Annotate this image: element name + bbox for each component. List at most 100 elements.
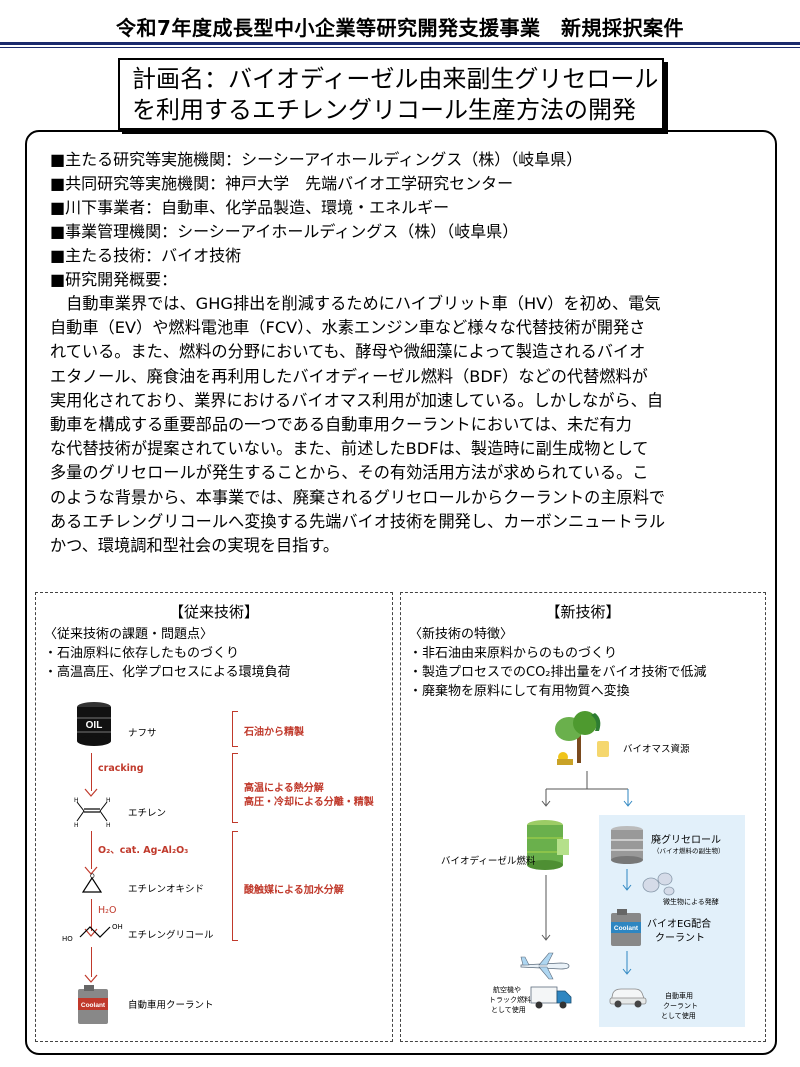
note-refine: 石油から精製	[244, 727, 304, 738]
bio-eg-label-2: クーラント	[655, 933, 705, 944]
plan-title-line-2: を利用するエチレングリコール生産方法の開発	[132, 96, 636, 124]
arrow-head-icon	[84, 974, 98, 983]
note-hydrolysis: 酸触媒による加水分解	[244, 885, 344, 896]
cracking-label: cracking	[98, 763, 144, 774]
car-use-label-3: として使用	[661, 1012, 696, 1020]
summary-paragraph: 自動車業界では、GHG排出を削減するためにハイブリット車（HV）を初め、電気 自…	[50, 292, 760, 558]
summary-line: 動車を構成する重要部品の一つである自動車用クーラントにおいては、未だ有力	[50, 415, 632, 435]
info-lead-institution: ■主たる研究等実施機関：シーシーアイホールディングス（株）（岐阜県）	[50, 150, 583, 169]
catalyst-label: O₂、cat. Ag-Al₂O₃	[98, 845, 189, 856]
old-tech-subtitle: 〈従来技術の課題・問題点〉	[44, 627, 214, 642]
biodiesel-label: バイオディーゼル燃料	[441, 856, 536, 867]
bio-eg-label-1: バイオEG配合	[647, 919, 712, 930]
summary-line: 実用化されており、業界におけるバイオマス利用が加速している。しかしながら、自	[50, 390, 664, 410]
car-use-label-1: 自動車用	[665, 992, 693, 1000]
info-joint-institution: ■共同研究等実施機関：神戸大学 先端バイオ工学研究センター	[50, 174, 514, 193]
biomass-label: バイオマス資源	[623, 744, 690, 755]
atom-h: H	[106, 797, 111, 804]
gray-arrow-icon	[541, 875, 551, 941]
blue-arrow-icon	[622, 869, 632, 891]
fermentation-label: 微生物による発酵	[663, 898, 719, 906]
old-tech-panel: 【従来技術】 〈従来技術の課題・問題点〉 ・石油原料に依存したものづくり ・高温…	[35, 592, 393, 1042]
car-icon	[609, 988, 647, 1008]
coolant-text: Coolant	[81, 1002, 106, 1009]
oil-label: OIL	[86, 720, 103, 731]
aviation-use-label-1: 航空機や	[493, 986, 521, 994]
summary-line: かつ、環境調和型社会の実現を目指す。	[50, 536, 340, 556]
new-tech-point: ・製造プロセスでのCO₂排出量をバイオ技術で低減	[409, 665, 707, 680]
atom-o: O	[90, 873, 95, 880]
naphtha-label: ナフサ	[128, 728, 157, 739]
car-use-label-2: クーラント	[663, 1002, 698, 1010]
ethylene-label: エチレン	[128, 808, 167, 819]
biodiesel-drum-icon	[527, 820, 569, 870]
oil-barrel-icon: OIL	[77, 702, 111, 746]
old-tech-title: 【従来技術】	[168, 603, 259, 621]
ethylene-glycol-icon: HO OH	[62, 923, 123, 943]
ethylene-molecule-icon: H H H H	[74, 797, 111, 829]
header-rule	[0, 42, 800, 45]
process-arrow	[91, 753, 92, 791]
summary-line: エタノール、廃食油を再利用したバイオディーゼル燃料（BDF）などの代替燃料が	[50, 366, 648, 386]
process-arrow	[91, 947, 92, 977]
new-tech-panel: 【新技術】 〈新技術の特徴〉 ・非石油由来原料からのものづくり ・製造プロセスで…	[400, 592, 766, 1042]
summary-line: 多量のグリセロールが発生することから、その有効活用方法が求められている。こ	[50, 463, 649, 483]
waste-glycerol-label: 廃グリセロール	[651, 835, 721, 846]
header-rule-thin	[0, 47, 800, 48]
waste-glycerol-sub: （バイオ燃料の副生物）	[653, 847, 725, 855]
old-tech-point: ・高温高圧、化学プロセスによる環境負荷	[44, 665, 291, 680]
ethylene-oxide-icon: O	[81, 873, 103, 893]
header-title: 令和7年度成長型中小企業等研究開発支援事業 新規採択案件	[116, 16, 684, 40]
truck-icon	[530, 986, 572, 1009]
plan-title-box: 計画名：バイオディーゼル由来副生グリセロール を利用するエチレングリコール生産方…	[118, 58, 664, 130]
coolant-text: Coolant	[614, 925, 639, 932]
summary-line: 自動車業界では、GHG排出を削減するためにハイブリット車（HV）を初め、電気	[50, 294, 661, 313]
note-bracket	[232, 711, 238, 747]
page-header: 令和7年度成長型中小企業等研究開発支援事業 新規採択案件	[0, 0, 800, 50]
new-tech-point: ・廃棄物を原料にして有用物質へ変換	[409, 684, 630, 699]
summary-line: な代替技術が提案されていない。また、前述したBDFは、製造時に副生成物として	[50, 439, 649, 459]
atom-h: H	[74, 797, 79, 804]
new-tech-title: 【新技術】	[545, 603, 621, 621]
summary-line: のような背景から、本事業では、廃棄されるグリセロールからクーラントの主原料で	[50, 487, 666, 507]
info-technology: ■主たる技術：バイオ技術	[50, 246, 242, 265]
summary-line: あるエチレングリコールへ変換する先端バイオ技術を開発し、カーボンニュートラル	[50, 511, 666, 531]
project-info: ■主たる研究等実施機関：シーシーアイホールディングス（株）（岐阜県） ■共同研究…	[50, 148, 750, 292]
info-management: ■事業管理機関：シーシーアイホールディングス（株）（岐阜県）	[50, 222, 519, 241]
atom-ho: HO	[62, 935, 73, 943]
new-tech-subtitle: 〈新技術の特徴〉	[409, 627, 514, 642]
summary-line: れている。また、燃料の分野においても、酵母や微細藻によって製造されるバイオ	[50, 342, 646, 362]
microbe-icon	[642, 872, 675, 896]
ethylene-glycol-label: エチレングリコール	[128, 930, 214, 941]
arrow-head-icon	[84, 866, 98, 875]
note-separation: 高圧・冷却による分離・精製	[244, 797, 374, 808]
main-content-box	[25, 130, 777, 1055]
bio-coolant-can-icon: Coolant	[611, 909, 641, 946]
atom-h: H	[74, 822, 79, 829]
arrow-head-icon	[84, 788, 98, 797]
atom-oh: OH	[112, 923, 123, 931]
blue-arrow-icon	[622, 951, 632, 975]
coolant-can-icon: Coolant	[78, 985, 108, 1024]
branch-arrows	[541, 771, 633, 807]
info-downstream: ■川下事業者：自動車、化学品製造、環境・エネルギー	[50, 198, 450, 217]
note-bracket	[232, 831, 238, 941]
aviation-use-label-3: として使用	[491, 1006, 526, 1014]
atom-h: H	[106, 822, 111, 829]
note-bracket	[232, 753, 238, 823]
airplane-icon	[520, 952, 570, 980]
glycerol-keg-icon	[611, 826, 643, 864]
aviation-use-label-2: トラック燃料	[489, 996, 531, 1004]
old-tech-point: ・石油原料に依存したものづくり	[44, 646, 240, 661]
new-tech-point: ・非石油由来原料からのものづくり	[409, 646, 618, 661]
coolant-label: 自動車用クーラント	[128, 1000, 214, 1011]
water-label: H₂O	[98, 905, 117, 916]
summary-line: 自動車（EV）や燃料電池車（FCV）、水素エンジン車など様々な代替技術が開発さ	[50, 318, 646, 338]
process-arrow	[91, 831, 92, 869]
process-arrow	[91, 899, 92, 931]
plan-title-line-1: 計画名：バイオディーゼル由来副生グリセロール	[132, 65, 659, 93]
info-summary-heading: ■研究開発概要：	[50, 270, 178, 289]
note-thermal: 高温による熱分解	[244, 783, 324, 794]
ethylene-oxide-label: エチレンオキシド	[128, 884, 205, 895]
biomass-icon	[555, 711, 609, 765]
